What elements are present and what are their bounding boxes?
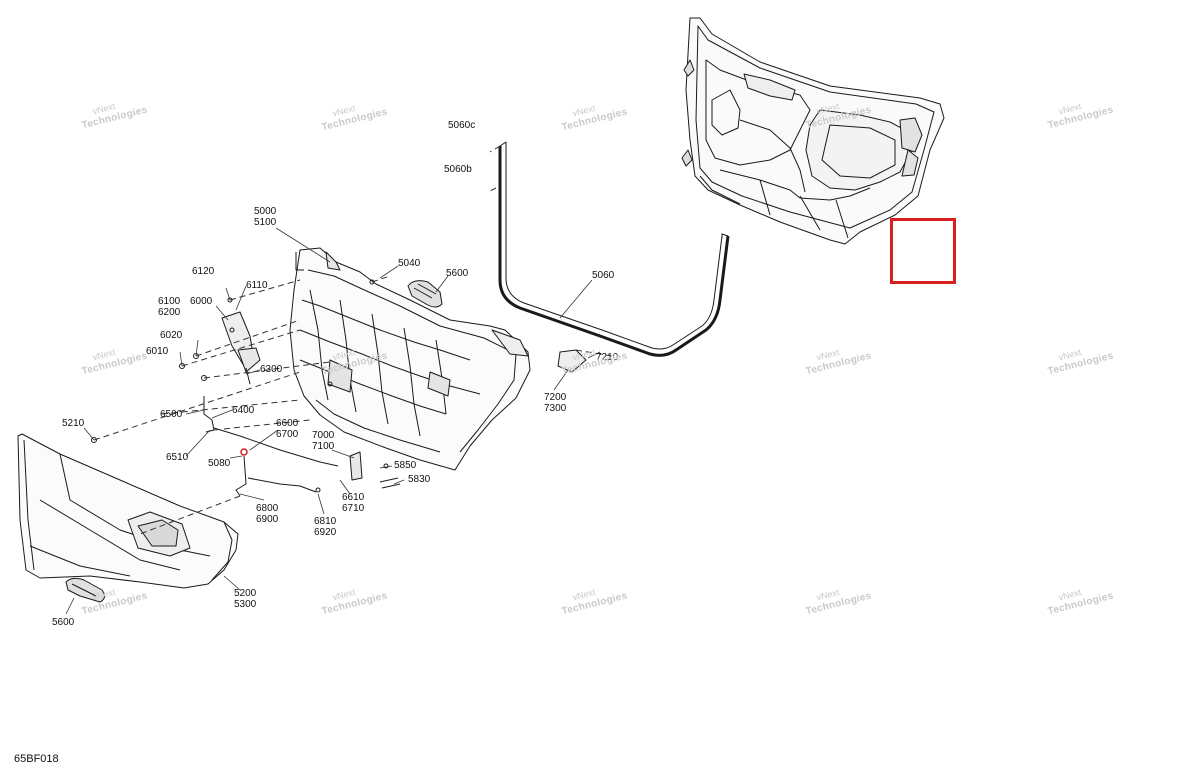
part-label-6920: 6920	[314, 527, 337, 538]
part-label-6300: 6300	[260, 364, 283, 375]
highlight-box	[890, 218, 956, 284]
part-label-6810: 6810	[314, 516, 337, 527]
part-label-5060: 5060	[592, 270, 615, 281]
part-label-6020: 6020	[160, 330, 183, 341]
part-label-6000: 6000	[190, 296, 213, 307]
part-label-6600: 6600	[276, 418, 299, 429]
part-label-6500: 6500	[160, 409, 183, 420]
part-label-6010: 6010	[146, 346, 169, 357]
part-label-5300: 5300	[234, 599, 257, 610]
part-label-5210: 5210	[62, 418, 85, 429]
part-label-6800: 6800	[256, 503, 279, 514]
weather-strip-5060	[498, 141, 730, 357]
part-label-5600: 5600	[446, 268, 469, 279]
inner-door-panel-5000	[289, 247, 531, 471]
part-label-5850: 5850	[394, 460, 417, 471]
part-label-6710: 6710	[342, 503, 365, 514]
part-label-5830: 5830	[408, 474, 431, 485]
part-label-6100: 6100	[158, 296, 181, 307]
part-label-6400: 6400	[232, 405, 255, 416]
door-handle-5600-lower	[65, 577, 106, 603]
part-label-6610: 6610	[342, 492, 365, 503]
assembled-door-illustration	[681, 17, 945, 245]
part-label-6510: 6510	[166, 452, 189, 463]
part-label-6200: 6200	[158, 307, 181, 318]
part-label-7000: 7000	[312, 430, 335, 441]
outer-door-panel-5200	[17, 433, 239, 589]
part-label-5040: 5040	[398, 258, 421, 269]
latch-linkage-components	[91, 279, 587, 497]
part-label-7210: 7210	[596, 352, 619, 363]
figure-code: 65BF018	[14, 753, 59, 765]
part-label-5060c: 5060c	[448, 120, 475, 131]
part-label-5000: 5000	[254, 206, 277, 217]
part-label-6110: 6110	[246, 280, 268, 291]
part-label-7100: 7100	[312, 441, 335, 452]
part-label-6900: 6900	[256, 514, 279, 525]
part-label-7300: 7300	[544, 403, 567, 414]
part-label-5200: 5200	[234, 588, 257, 599]
part-label-5080: 5080	[208, 458, 231, 469]
part-label-6700: 6700	[276, 429, 299, 440]
part-label-5600-lower: 5600	[52, 617, 75, 628]
part-label-5100: 5100	[254, 217, 277, 228]
leader-lines	[65, 227, 601, 615]
part-label-6120: 6120	[192, 266, 215, 277]
part-label-7200: 7200	[544, 392, 567, 403]
part-number-labels: 5060c 5060b 5000 5100 5040 5600 5060 612…	[52, 120, 619, 628]
door-handle-5600-upper	[407, 280, 443, 308]
part-label-5060b: 5060b	[444, 164, 472, 175]
